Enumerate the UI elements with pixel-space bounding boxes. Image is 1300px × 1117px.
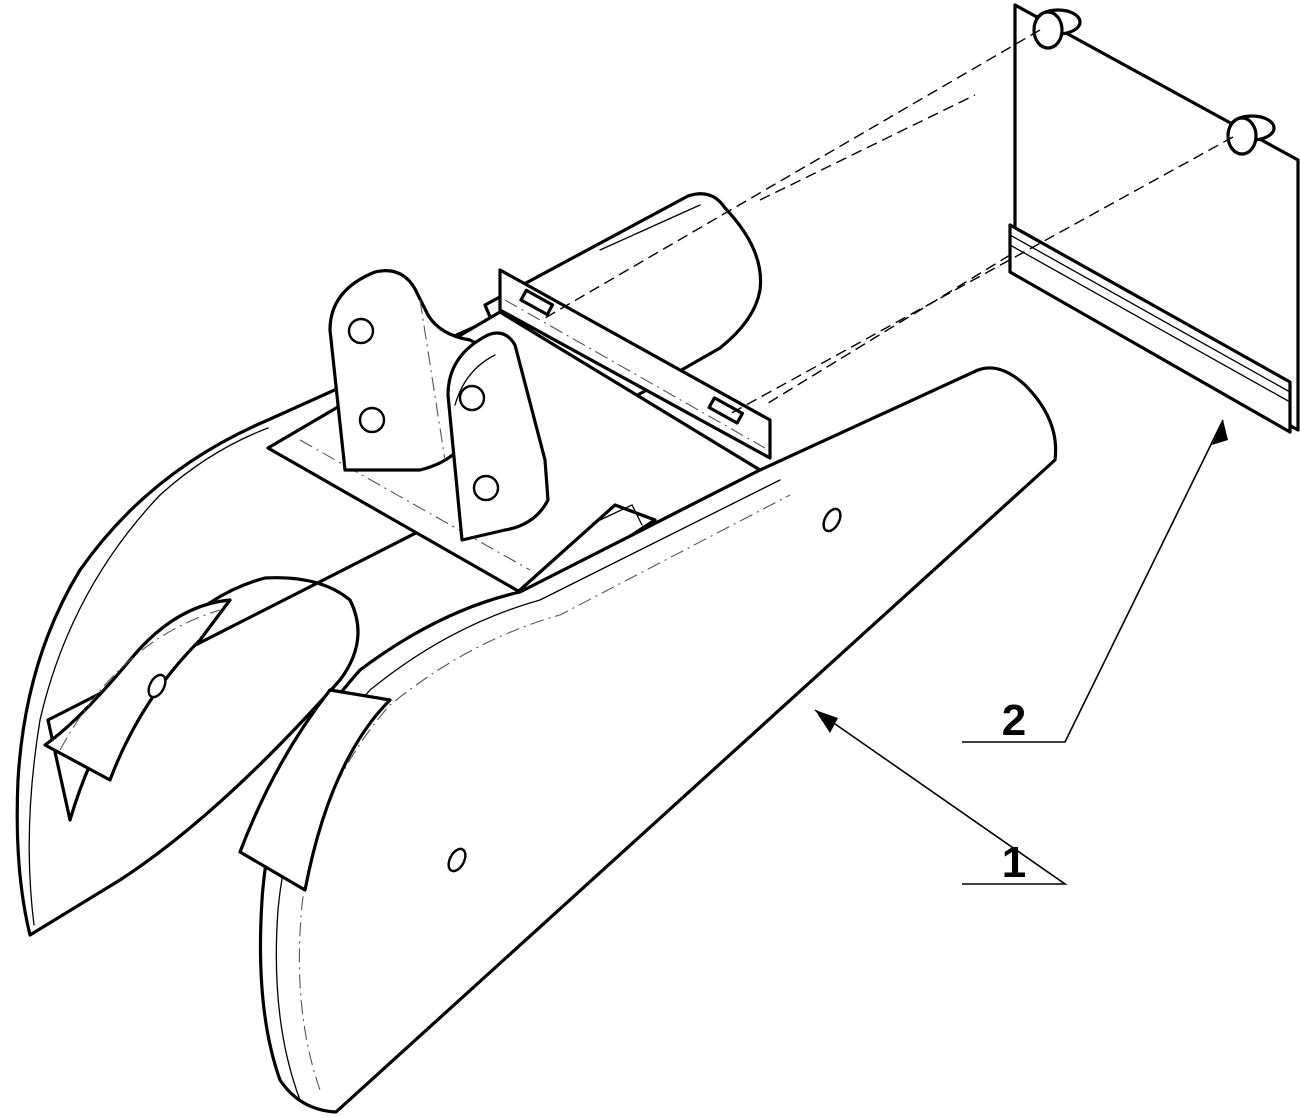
leader-line-1: [814, 709, 1068, 885]
front-side-plate: [238, 366, 1058, 1114]
slot: [707, 396, 745, 425]
mounting-plate: [498, 268, 772, 460]
callout-label-1: 1: [1002, 838, 1026, 887]
leader-line-2: [962, 419, 1228, 743]
bushing: [1032, 8, 1082, 50]
slot: [519, 288, 555, 317]
lug-hole: [458, 384, 486, 412]
bushing: [1226, 114, 1276, 156]
callout-label-2: 2: [1002, 696, 1026, 745]
explosion-lines: [544, 29, 1234, 416]
hinge-lug-left: [328, 269, 490, 472]
part-2-plate: [1008, 3, 1300, 434]
pin-hole: [147, 673, 167, 699]
pin-hole: [822, 507, 842, 533]
pin-hole: [447, 847, 467, 873]
lug-hole: [347, 317, 375, 345]
lug-hole: [358, 406, 386, 434]
lug-hole: [472, 474, 500, 502]
hinge-lug-right: [446, 331, 550, 542]
